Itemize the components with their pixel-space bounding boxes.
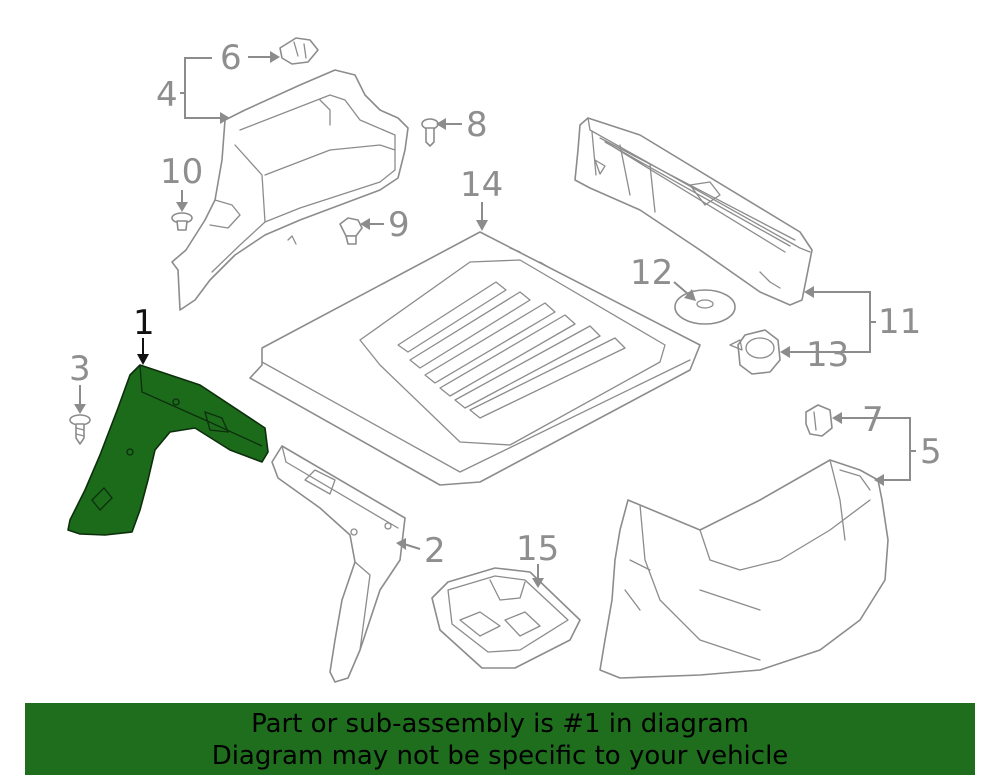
- callout-numbers: 1 2 3 4 5 6 7 8 9 10 11 12 13 14 15: [69, 38, 942, 571]
- part-7-clip: [805, 404, 833, 437]
- part-9-clip: [339, 217, 363, 245]
- part-3-screw: [69, 414, 91, 445]
- callout-6[interactable]: 6: [220, 38, 242, 78]
- banner-line-1: Part or sub-assembly is #1 in diagram: [251, 709, 749, 739]
- callout-5[interactable]: 5: [920, 432, 942, 472]
- callout-2[interactable]: 2: [424, 531, 446, 571]
- callout-14[interactable]: 14: [460, 165, 503, 205]
- callout-11[interactable]: 11: [878, 302, 921, 342]
- part-8-screw: [421, 118, 439, 147]
- part-4-left-upper-trim: [171, 69, 409, 311]
- part-10-push-pin: [171, 212, 193, 231]
- callout-3[interactable]: 3: [69, 349, 91, 389]
- part-5-right-trim: [599, 459, 889, 679]
- callout-9[interactable]: 9: [388, 205, 410, 245]
- callout-8[interactable]: 8: [466, 105, 488, 145]
- callout-15[interactable]: 15: [516, 529, 559, 569]
- callout-7[interactable]: 7: [862, 400, 884, 440]
- banner-line-2: Diagram may not be specific to your vehi…: [211, 741, 789, 771]
- part-2-lower-side-trim: [271, 445, 406, 683]
- callout-1[interactable]: 1: [133, 303, 155, 343]
- info-banner: Part or sub-assembly is #1 in diagram Di…: [25, 703, 975, 775]
- callout-4[interactable]: 4: [156, 75, 178, 115]
- part-12-round-pad: [674, 289, 736, 325]
- part-13-bumper-stop: [729, 329, 781, 375]
- callout-10[interactable]: 10: [160, 152, 203, 192]
- part-15-tool-tray: [431, 567, 581, 669]
- part-14-floor-board: [249, 231, 701, 486]
- leader-lines: [74, 51, 916, 588]
- callout-12[interactable]: 12: [630, 253, 673, 293]
- part-6-clip: [279, 37, 319, 65]
- callout-13[interactable]: 13: [806, 335, 849, 375]
- part-1-highlighted-trim: [67, 364, 269, 536]
- floor-board-ribs: [397, 281, 626, 419]
- part-11-rear-sill-trim: [574, 117, 813, 306]
- parts-diagram: 1 2 3 4 5 6 7 8 9 10 11 12 13 14 15: [67, 37, 942, 683]
